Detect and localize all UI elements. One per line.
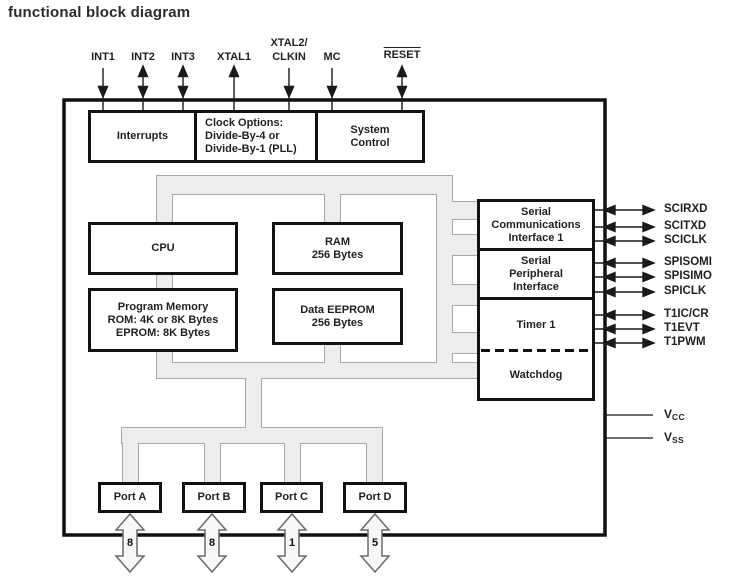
- signal-label-spisimo: SPISIMO: [664, 270, 712, 282]
- vss-sub: SS: [672, 435, 684, 445]
- vcc-label: VCC: [664, 407, 685, 424]
- pin-arrow-mc: [326, 68, 338, 111]
- pin-label-int2: INT2: [131, 51, 155, 63]
- block-timer-watchdog: Timer 1 Watchdog: [477, 297, 595, 401]
- signal-arrow-scitxd: [593, 221, 656, 233]
- port-c-bus-width: 1: [289, 537, 295, 549]
- block-port-b: Port B: [182, 482, 246, 513]
- block-data-eeprom: Data EEPROM 256 Bytes: [272, 288, 403, 345]
- block-sci: Serial Communications Interface 1: [477, 199, 595, 251]
- signal-arrow-t1pwm: [593, 337, 656, 349]
- pin-arrow-xtal1: [228, 64, 240, 111]
- signal-label-t1evt: T1EVT: [664, 322, 700, 334]
- block-clock-options: Clock Options: Divide-By-4 or Divide-By-…: [194, 110, 318, 163]
- signal-arrow-spisomi: [593, 257, 656, 269]
- block-port-c: Port C: [260, 482, 323, 513]
- vcc-base: V: [664, 407, 673, 421]
- block-spi: Serial Peripheral Interface: [477, 248, 595, 300]
- vss-label: VSS: [664, 430, 684, 447]
- port-b-bus-width: 8: [209, 537, 215, 549]
- signal-arrow-spiclk: [593, 286, 656, 298]
- pin-label-int3: INT3: [171, 51, 195, 63]
- block-watchdog: Watchdog: [509, 369, 563, 381]
- pin-arrow-int3: [177, 64, 189, 111]
- signal-label-spiclk: SPICLK: [664, 285, 707, 297]
- port-c-bus-arrow: [276, 512, 308, 574]
- signal-label-scirxd: SCIRXD: [664, 203, 708, 215]
- page-title: functional block diagram: [8, 4, 191, 21]
- pin-label-reset: RESET: [383, 47, 421, 62]
- signal-label-sciclk: SCICLK: [664, 234, 707, 246]
- pin-arrow-xtal2-clkin: [283, 68, 295, 111]
- timer-watchdog-divider: [481, 349, 591, 352]
- signal-label-scitxd: SCITXD: [664, 220, 707, 232]
- power-pin-lines: [606, 414, 653, 439]
- chip-outline: [62, 98, 607, 537]
- block-cpu: CPU: [88, 222, 238, 275]
- block-system-control: System Control: [315, 110, 425, 163]
- port-d-bus-arrow: [359, 512, 391, 574]
- signal-label-t1pwm: T1PWM: [664, 336, 706, 348]
- reset-overline-text: RESET: [383, 47, 421, 61]
- port-a-bus-arrow: [114, 512, 146, 574]
- pin-label-int1: INT1: [91, 51, 115, 63]
- signal-arrow-t1iccr: [593, 309, 656, 321]
- signal-arrow-t1evt: [593, 323, 656, 335]
- pin-label-mc: MC: [323, 51, 341, 63]
- block-timer1: Timer 1: [516, 319, 556, 331]
- block-port-d: Port D: [343, 482, 407, 513]
- signal-arrow-sciclk: [593, 235, 656, 247]
- pin-arrow-reset: [396, 64, 408, 111]
- signal-arrow-scirxd: [593, 204, 656, 216]
- right-signal-arrows: [593, 204, 656, 349]
- port-bus-widths: 8 8 1 5: [127, 537, 378, 549]
- signal-arrow-spisimo: [593, 271, 656, 283]
- port-d-bus-width: 5: [372, 537, 378, 549]
- block-program-memory: Program Memory ROM: 4K or 8K Bytes EPROM…: [88, 288, 238, 352]
- pin-label-xtal1: XTAL1: [216, 51, 252, 63]
- port-b-bus-arrow: [196, 512, 228, 574]
- vss-base: V: [664, 430, 673, 444]
- pin-arrow-int2: [137, 64, 149, 111]
- block-interrupts: Interrupts: [88, 110, 197, 163]
- pin-label-xtal2-clkin: XTAL2/ CLKIN: [270, 37, 308, 63]
- block-ram: RAM 256 Bytes: [272, 222, 403, 275]
- block-port-a: Port A: [98, 482, 162, 513]
- pin-arrow-int1: [97, 68, 109, 111]
- top-pin-arrows: [97, 64, 408, 111]
- port-a-bus-width: 8: [127, 537, 133, 549]
- vcc-sub: CC: [672, 412, 685, 422]
- signal-label-spisomi: SPISOMI: [664, 256, 712, 268]
- signal-label-t1iccr: T1IC/CR: [664, 308, 709, 320]
- port-bus-arrows: [114, 512, 391, 574]
